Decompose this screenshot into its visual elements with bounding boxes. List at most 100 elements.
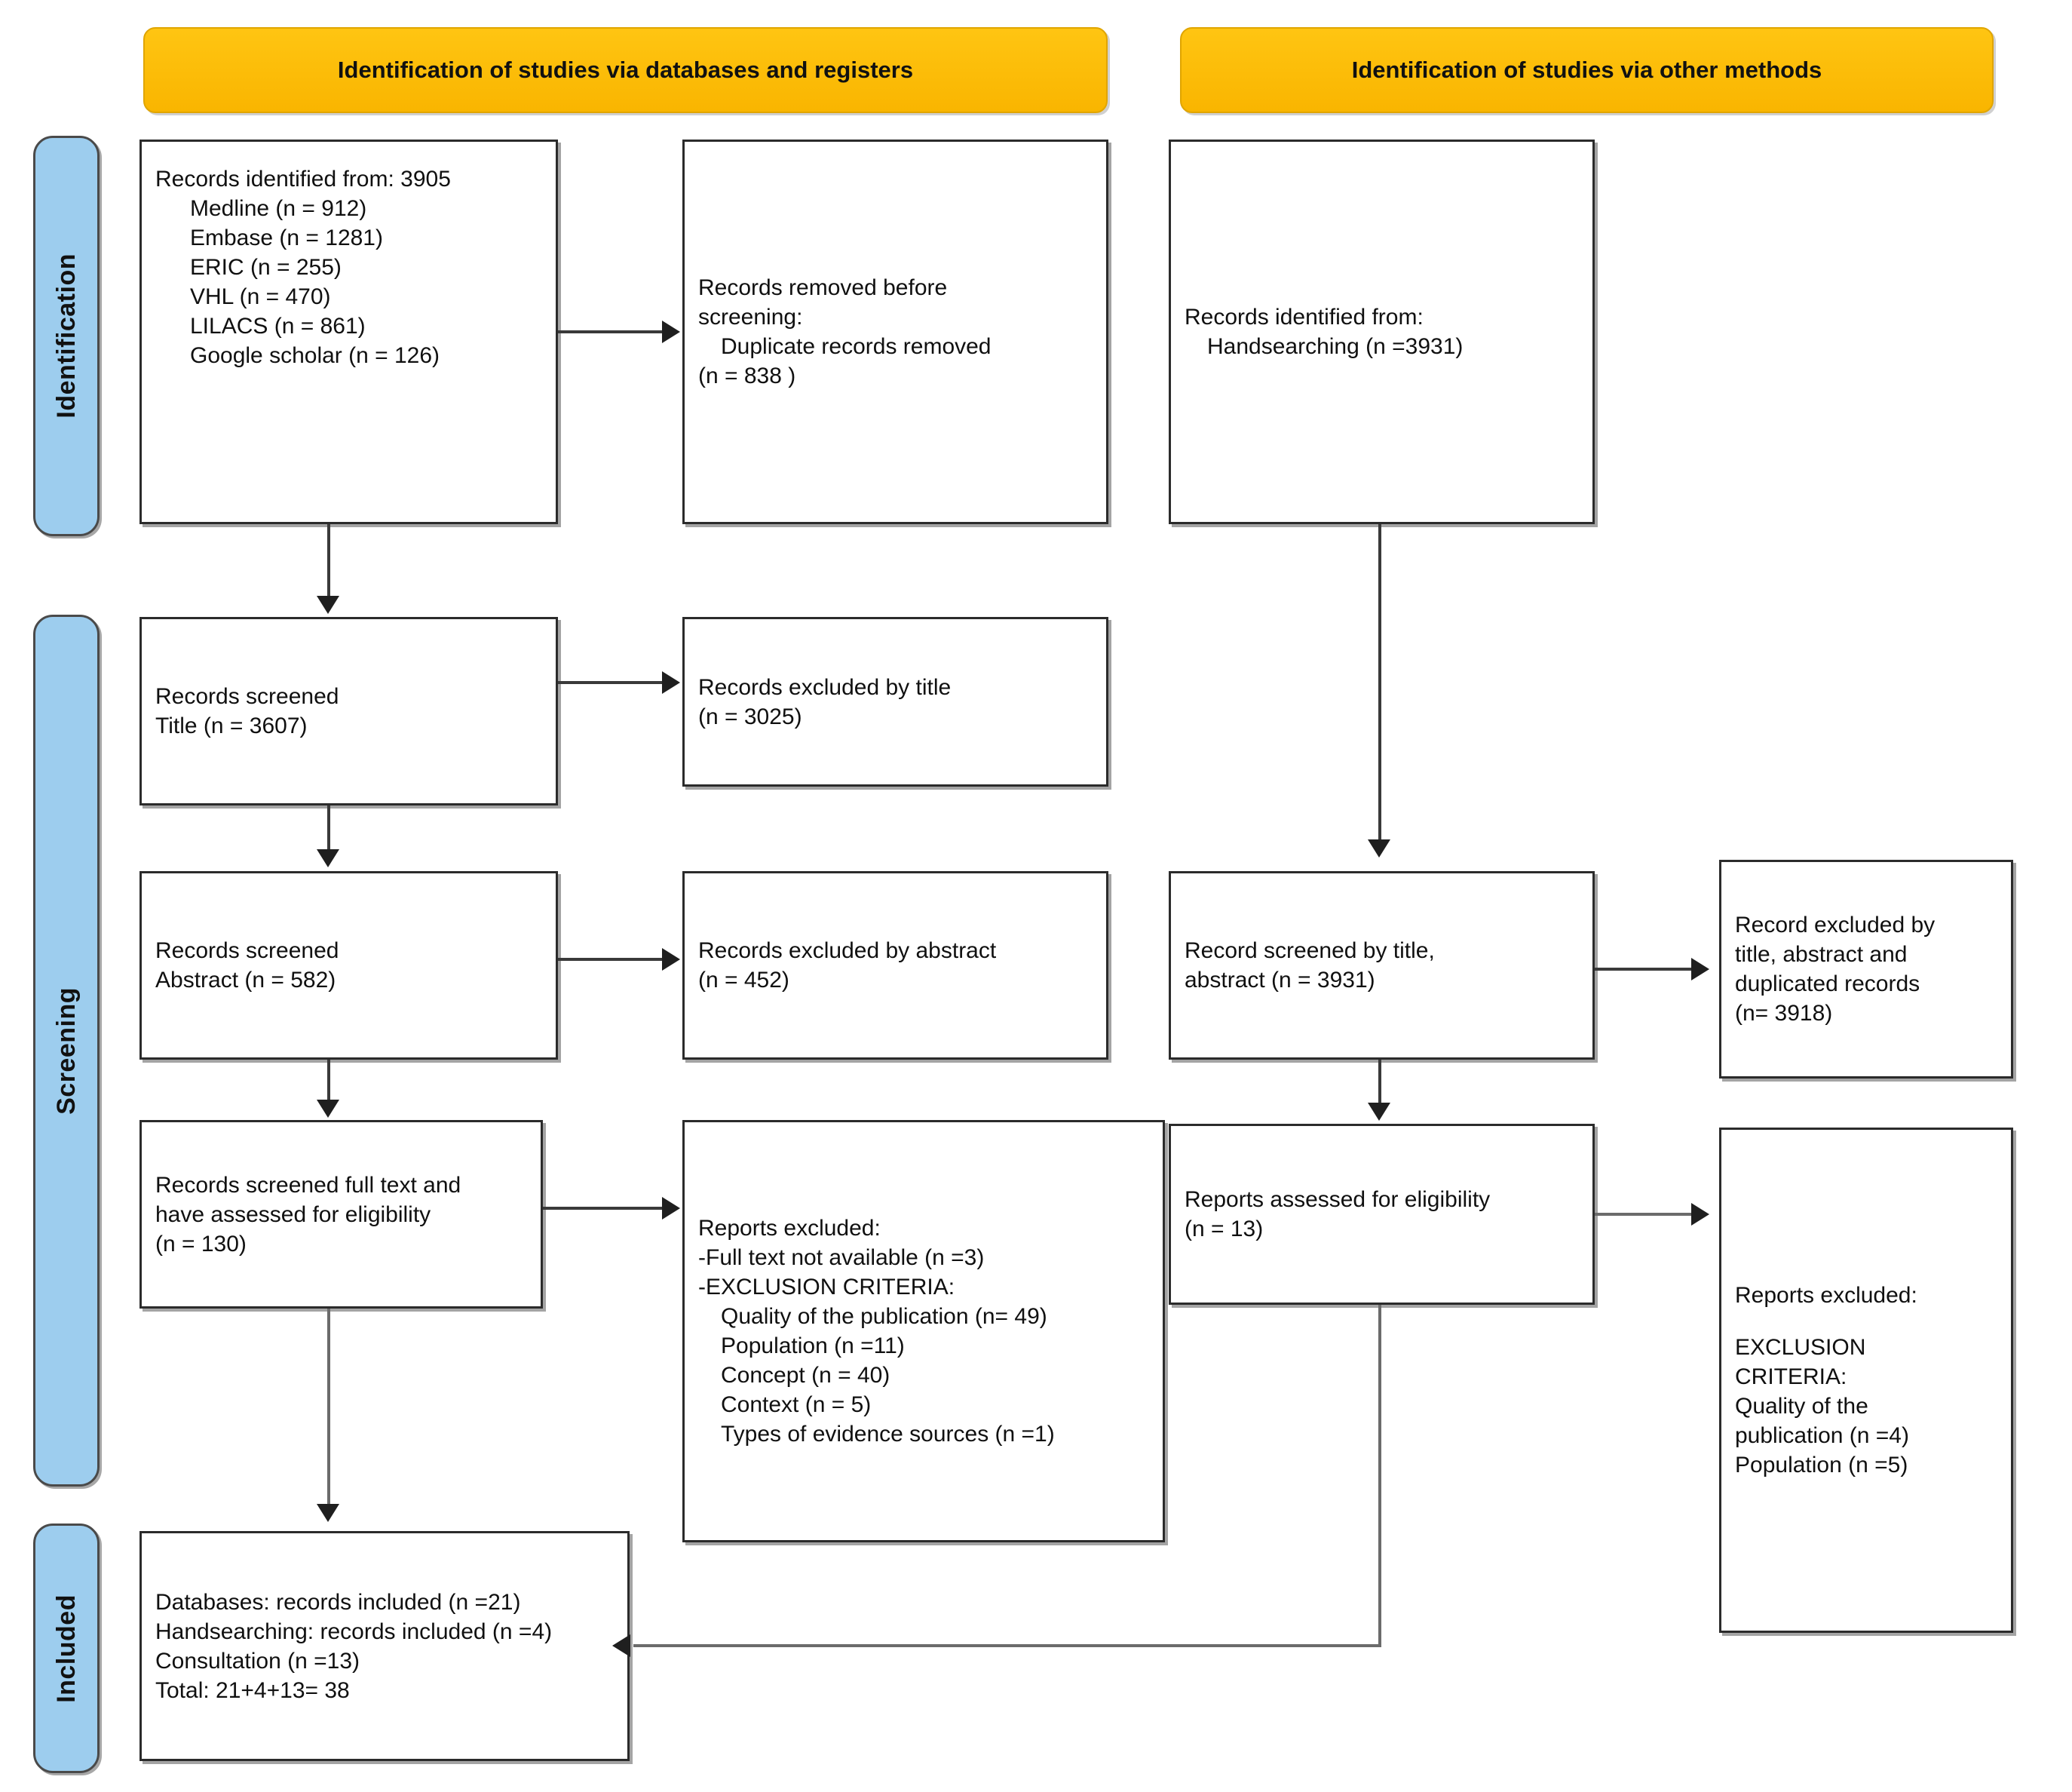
records-excluded-title-line2: (n = 3025)	[698, 704, 802, 729]
other-assessed-line1: Reports assessed for eligibility	[1185, 1187, 1491, 1212]
criterion-population: Population (n =11)	[721, 1333, 905, 1358]
records-removed-colon: :	[796, 305, 803, 330]
criterion-context: Context (n = 5)	[721, 1392, 872, 1417]
source-vhl: VHL (n = 470)	[190, 284, 331, 309]
full-text-line3: (n = 130)	[155, 1231, 247, 1257]
other-criteria-heading-line1: EXCLUSION	[1735, 1335, 1866, 1360]
box-records-screened-full-text: Records screened full text and have asse…	[139, 1120, 543, 1309]
other-excluded-line2: title, abstract and	[1735, 942, 1908, 967]
connector-full-text-to-included	[327, 1309, 330, 1506]
other-identified-heading: Records identified from:	[1185, 305, 1424, 330]
criterion-quality: Quality of the publication (n= 49)	[721, 1304, 1047, 1329]
included-total: Total: 21+4+13= 38	[155, 1677, 350, 1703]
connector-other-screened-to-excluded	[1595, 968, 1693, 971]
other-excluded-line1: Record excluded by	[1735, 913, 1936, 937]
box-record-excluded-other-methods: Record excluded by title, abstract and d…	[1719, 860, 2013, 1079]
phase-tab-included: Included	[33, 1524, 100, 1773]
records-screened-abstract-line2: Abstract (n = 582)	[155, 968, 336, 993]
other-excluded-line3: duplicated records	[1735, 971, 1920, 996]
box-reports-assessed-eligibility-other: Reports assessed for eligibility (n = 13…	[1169, 1124, 1595, 1305]
connector-other-assessed-down	[1378, 1305, 1381, 1646]
criterion-concept: Concept (n = 40)	[721, 1363, 890, 1388]
records-screened-title-line1: Records screened	[155, 684, 339, 709]
criterion-evidence-sources: Types of evidence sources (n =1)	[721, 1422, 1055, 1447]
other-criteria-heading-line2: CRITERIA:	[1735, 1364, 1847, 1389]
full-text-line1: Records screened full text and	[155, 1172, 461, 1198]
included-databases: Databases: records included (n =21)	[155, 1589, 521, 1615]
phase-tab-screening-label: Screening	[51, 987, 81, 1115]
source-eric: ERIC (n = 255)	[190, 255, 342, 280]
other-screened-line2: abstract (n = 3931)	[1185, 968, 1375, 993]
box-records-screened-abstract: Records screened Abstract (n = 582)	[139, 871, 558, 1060]
box-reports-excluded-databases: Reports excluded: -Full text not availab…	[682, 1120, 1165, 1542]
box-records-excluded-abstract: Records excluded by abstract (n = 452)	[682, 871, 1108, 1060]
box-records-screened-title: Records screened Title (n = 3607)	[139, 617, 558, 805]
records-screened-title-line2: Title (n = 3607)	[155, 713, 308, 738]
arrowhead-identified-to-removed	[662, 321, 680, 343]
connector-identified-to-screened-title	[327, 524, 330, 600]
records-excluded-abstract-line1: Records excluded by abstract	[698, 938, 997, 963]
phase-tab-screening: Screening	[33, 615, 100, 1487]
records-removed-italic-before: before	[883, 275, 948, 300]
arrowhead-screened-abstract-to-excluded	[662, 948, 680, 971]
connector-identified-to-removed	[558, 330, 664, 333]
phase-tab-identification-label: Identification	[51, 253, 81, 419]
arrowhead-other-identified-to-screened	[1368, 839, 1390, 858]
arrowhead-screened-title-to-excluded	[662, 671, 680, 694]
records-identified-heading: Records identified from: 3905	[155, 167, 451, 192]
phase-tab-included-label: Included	[51, 1594, 81, 1703]
reports-excluded-criteria-heading: -EXCLUSION CRITERIA:	[698, 1275, 955, 1300]
records-excluded-abstract-line2: (n = 452)	[698, 968, 789, 993]
full-text-line2: have assessed for eligibility	[155, 1201, 431, 1227]
included-handsearching: Handsearching: records included (n =4)	[155, 1619, 553, 1644]
arrowhead-other-assessed-to-included	[612, 1634, 630, 1657]
other-criterion-population: Population (n =5)	[1735, 1453, 1908, 1477]
connector-other-identified-to-screened	[1378, 524, 1381, 842]
arrowhead-identified-to-screened-title	[317, 596, 339, 614]
records-removed-prefix: Records removed	[698, 275, 884, 300]
connector-other-assessed-to-excluded	[1595, 1213, 1693, 1216]
arrowhead-other-assessed-to-excluded	[1691, 1203, 1709, 1226]
arrowhead-full-text-to-reports-excluded	[662, 1197, 680, 1220]
connector-full-text-to-reports-excluded	[543, 1207, 664, 1210]
phase-tab-identification: Identification	[33, 136, 100, 536]
records-excluded-title-line1: Records excluded by title	[698, 674, 952, 700]
banner-other-methods: Identification of studies via other meth…	[1180, 27, 1994, 113]
box-records-removed-before-screening: Records removed before screening: Duplic…	[682, 140, 1108, 524]
other-reports-excluded-spacer	[1735, 1310, 1997, 1333]
arrowhead-other-screened-to-assessed	[1368, 1103, 1390, 1121]
other-criterion-quality-line1: Quality of the	[1735, 1394, 1868, 1419]
other-criterion-quality-line2: publication (n =4)	[1735, 1423, 1909, 1448]
records-removed-heading-line2: screening:	[698, 302, 1093, 332]
reports-excluded-full-text-na: -Full text not available (n =3)	[698, 1245, 985, 1270]
banner-other-methods-label: Identification of studies via other meth…	[1351, 57, 1822, 83]
box-records-identified-other-methods: Records identified from: Handsearching (…	[1169, 140, 1595, 524]
box-records-identified-databases: Records identified from: 3905 Medline (n…	[139, 140, 558, 524]
records-removed-italic-screening: screening	[698, 305, 797, 330]
other-screened-line1: Record screened by title,	[1185, 938, 1435, 963]
source-medline: Medline (n = 912)	[190, 196, 367, 221]
other-excluded-line4: (n= 3918)	[1735, 1001, 1833, 1026]
connector-abstract-to-full-text	[327, 1060, 330, 1102]
arrowhead-other-screened-to-excluded	[1691, 958, 1709, 980]
box-reports-excluded-other-methods: Reports excluded: EXCLUSION CRITERIA: Qu…	[1719, 1128, 2013, 1633]
box-records-excluded-title: Records excluded by title (n = 3025)	[682, 617, 1108, 787]
arrowhead-screened-title-to-abstract	[317, 849, 339, 867]
arrowhead-abstract-to-full-text	[317, 1100, 339, 1118]
duplicate-records-removed-count: (n = 838 )	[698, 364, 796, 388]
duplicate-records-removed-label: Duplicate records removed	[721, 334, 992, 359]
source-embase: Embase (n = 1281)	[190, 226, 383, 250]
box-included-records: Databases: records included (n =21) Hand…	[139, 1531, 630, 1761]
connector-other-assessed-left-to-included	[633, 1644, 1381, 1647]
other-reports-excluded-heading: Reports excluded:	[1735, 1283, 1917, 1308]
reports-excluded-heading: Reports excluded:	[698, 1216, 881, 1241]
other-identified-handsearching: Handsearching (n =3931)	[1207, 334, 1464, 359]
connector-screened-abstract-to-excluded	[558, 958, 664, 961]
other-assessed-line2: (n = 13)	[1185, 1217, 1264, 1241]
source-lilacs: LILACS (n = 861)	[190, 314, 366, 339]
connector-screened-title-to-excluded	[558, 681, 664, 684]
records-screened-abstract-line1: Records screened	[155, 938, 339, 963]
included-consultation: Consultation (n =13)	[155, 1648, 360, 1674]
banner-databases-registers: Identification of studies via databases …	[143, 27, 1108, 113]
